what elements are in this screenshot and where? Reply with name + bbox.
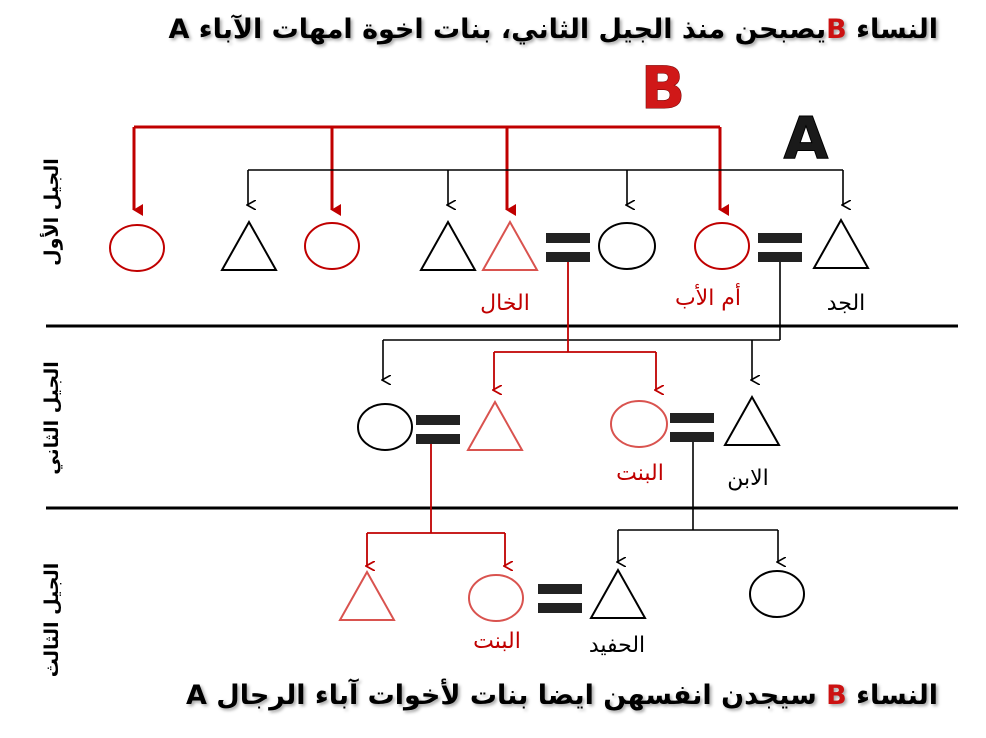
group-label-a: A xyxy=(784,104,829,172)
label-daughter-gen3: البنت xyxy=(473,629,521,654)
footer-title: النساء B سيجدن انفسهن ايضا بنات لأخوات آ… xyxy=(186,680,938,711)
footer-text-1: النساء xyxy=(846,680,938,711)
marriage-sign-grandfather xyxy=(758,233,802,262)
male-triangle-gen2 xyxy=(466,399,524,451)
generation-label-first: الجيل الأول xyxy=(40,158,63,266)
header-text-1: النساء xyxy=(846,14,938,45)
male-triangle-gen1-1 xyxy=(220,219,278,271)
descent-lines-gen2-left xyxy=(367,444,505,566)
descent-lines-gen2-right xyxy=(618,442,778,562)
label-son: الابن xyxy=(727,466,769,491)
bracket-a xyxy=(248,169,843,205)
footer-letter-a: A xyxy=(185,680,207,711)
son-triangle xyxy=(723,394,781,446)
label-grandfather: الجد xyxy=(827,291,866,316)
female-circle-gen1-2 xyxy=(304,222,360,270)
header-letter-b: B xyxy=(826,14,847,45)
maternal-uncle-triangle xyxy=(481,219,539,271)
label-maternal-uncle: الخال xyxy=(480,291,530,316)
label-father-mother: أم الأب xyxy=(675,283,741,311)
male-triangle-gen1-2 xyxy=(419,219,477,271)
marriage-sign-uncle xyxy=(546,233,590,262)
female-circle-gen3 xyxy=(749,570,805,618)
uncle-wife-circle xyxy=(598,222,656,270)
marriage-sign-gen3 xyxy=(538,584,582,613)
grandson-triangle xyxy=(589,567,647,619)
descent-lines-uncle xyxy=(494,262,656,390)
male-triangle-gen3 xyxy=(338,569,396,621)
bracket-b xyxy=(132,125,729,216)
footer-letter-b: B xyxy=(826,680,847,711)
header-letter-a: A xyxy=(168,14,190,45)
daughter-circle-gen2 xyxy=(610,400,668,448)
header-title: النساء Bيصبحن منذ الجيل الثاني، بنات اخو… xyxy=(168,14,938,45)
label-grandson: الحفيد xyxy=(589,633,645,658)
father-mother-circle xyxy=(694,222,750,270)
header-text-2: يصبحن منذ الجيل الثاني، بنات اخوة امهات … xyxy=(189,14,827,45)
daughter-circle-gen3 xyxy=(468,574,524,622)
female-circle-gen2 xyxy=(357,403,413,451)
female-circle-gen1-1 xyxy=(109,224,165,272)
generation-label-third: الجيل الثالث xyxy=(41,563,63,677)
descent-lines-grandfather xyxy=(383,262,781,380)
grandfather-triangle xyxy=(812,217,870,269)
group-label-b: B xyxy=(641,54,685,122)
footer-text-2: سيجدن انفسهن ايضا بنات لأخوات آباء الرجا… xyxy=(206,680,827,711)
marriage-sign-gen2-left xyxy=(416,415,460,444)
marriage-sign-gen2-right xyxy=(670,413,714,442)
label-daughter-gen2: البنت xyxy=(616,461,664,486)
generation-label-second: الجيل الثاني xyxy=(41,361,63,475)
